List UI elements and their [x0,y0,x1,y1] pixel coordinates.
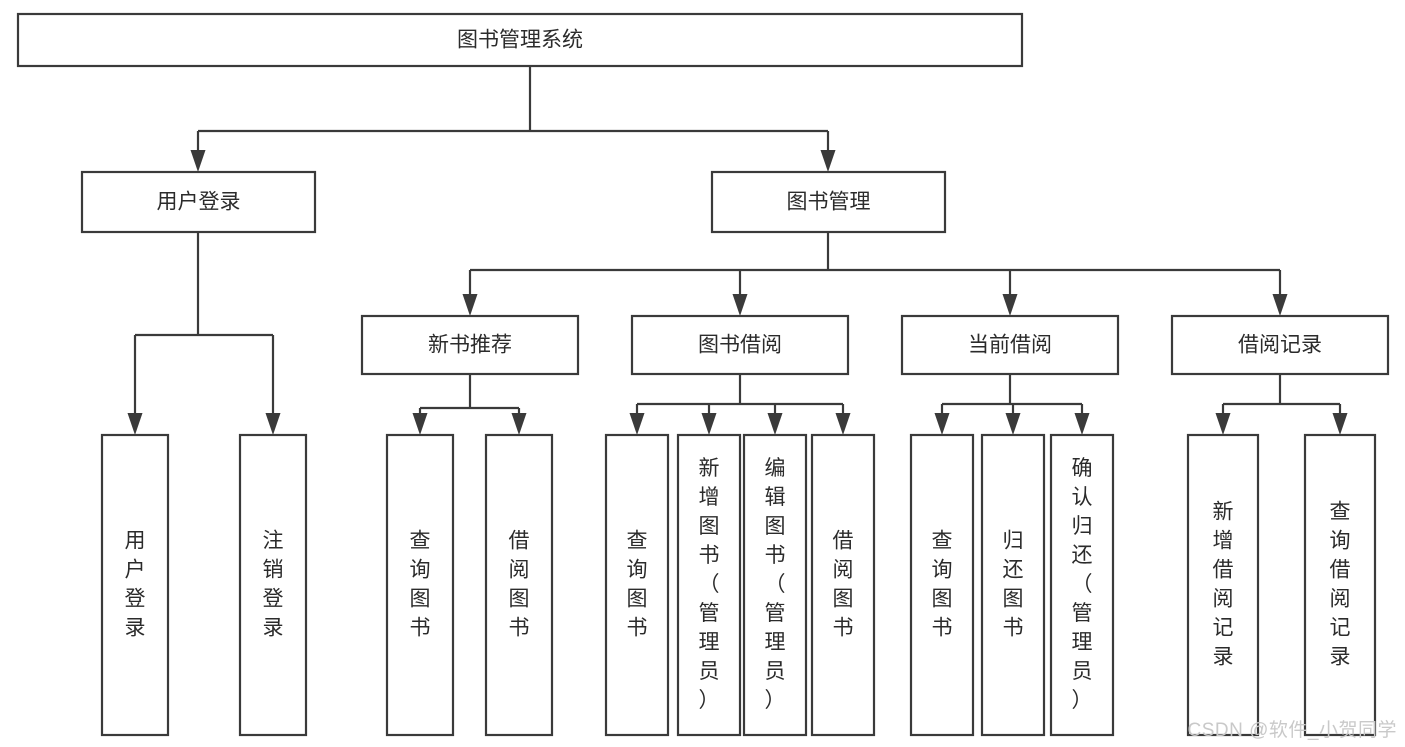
node-user-login-label: 用户登录 [157,191,241,214]
node-book-borrow[interactable]: 图书借阅 [630,314,850,376]
book-manage-drop-0-arrow-icon [462,294,478,316]
node-leaf-query-book-1-label: 查询图书 [410,529,431,639]
book-manage-drop-3-arrow-icon [1272,294,1288,316]
node-leaf-user-logout[interactable]: 注销登录 [238,433,308,737]
node-leaf-query-borrow-record-box[interactable] [1303,433,1377,737]
node-leaf-borrow-book-2-box[interactable] [810,433,876,737]
node-leaf-query-book-2-box[interactable] [604,433,670,737]
node-leaf-add-book-box[interactable] [676,433,742,737]
node-leaf-return-book-label: 归还图书 [1003,529,1024,639]
node-leaf-edit-book-label: 编辑图书（管理员） [765,457,786,712]
node-leaf-query-borrow-record-label: 查询借阅记录 [1330,500,1351,668]
group-book-borrow-drop-0-arrow-icon [629,413,645,435]
node-leaf-confirm-return-box[interactable] [1049,433,1115,737]
group-book-borrow-drop-3-arrow-icon [835,413,851,435]
group-new-book-recommend-drop-0-arrow-icon [412,413,428,435]
node-current-borrow-label: 当前借阅 [968,334,1052,357]
node-leaf-query-book-3-label: 查询图书 [932,529,953,639]
node-root-box[interactable] [16,12,1024,68]
node-leaf-query-book-1[interactable]: 查询图书 [385,433,455,737]
node-book-manage[interactable]: 图书管理 [710,170,947,234]
node-leaf-edit-book[interactable]: 编辑图书（管理员） [742,433,808,737]
node-leaf-borrow-book-2-label: 借阅图书 [833,529,854,639]
root-drop-1-arrow-icon [820,150,836,172]
group-current-borrow-drop-1-arrow-icon [1005,413,1021,435]
node-current-borrow[interactable]: 当前借阅 [900,314,1120,376]
node-leaf-confirm-return[interactable]: 确认归还（管理员） [1049,433,1115,737]
group-current-borrow-drop-2-arrow-icon [1074,413,1090,435]
root-drop-0-arrow-icon [190,150,206,172]
node-book-borrow-label: 图书借阅 [698,334,782,357]
user-login-drop-0-arrow-icon [127,413,143,435]
node-leaf-confirm-return-label: 确认归还（管理员） [1072,457,1093,712]
node-leaf-query-book-2[interactable]: 查询图书 [604,433,670,737]
user-login-drop-1-arrow-icon [265,413,281,435]
node-leaf-add-borrow-record[interactable]: 新增借阅记录 [1186,433,1260,737]
node-leaf-edit-book-box[interactable] [742,433,808,737]
node-user-login[interactable]: 用户登录 [80,170,317,234]
node-borrow-record[interactable]: 借阅记录 [1170,314,1390,376]
node-leaf-query-book-1-box[interactable] [385,433,455,737]
group-borrow-record-drop-0-arrow-icon [1215,413,1231,435]
node-leaf-add-borrow-record-box[interactable] [1186,433,1260,737]
node-leaf-add-book[interactable]: 新增图书（管理员） [676,433,742,737]
connector-layer [127,66,1348,435]
node-leaf-borrow-book-1-box[interactable] [484,433,554,737]
group-book-borrow-drop-1-arrow-icon [701,413,717,435]
node-borrow-record-label: 借阅记录 [1238,334,1322,357]
node-leaf-add-borrow-record-label: 新增借阅记录 [1213,500,1234,668]
node-leaf-query-book-3[interactable]: 查询图书 [909,433,975,737]
node-book-manage-box[interactable] [710,170,947,234]
node-new-book-recommend-box[interactable] [360,314,580,376]
node-new-book-recommend[interactable]: 新书推荐 [360,314,580,376]
node-leaf-user-login-box[interactable] [100,433,170,737]
node-leaf-query-book-3-box[interactable] [909,433,975,737]
node-leaf-return-book-box[interactable] [980,433,1046,737]
node-leaf-user-login-label: 用户登录 [125,529,146,639]
node-leaf-return-book[interactable]: 归还图书 [980,433,1046,737]
node-current-borrow-box[interactable] [900,314,1120,376]
node-borrow-record-box[interactable] [1170,314,1390,376]
group-new-book-recommend-drop-1-arrow-icon [511,413,527,435]
node-leaf-borrow-book-1-label: 借阅图书 [509,529,530,639]
node-book-borrow-box[interactable] [630,314,850,376]
node-root[interactable]: 图书管理系统 [16,12,1024,68]
book-manage-drop-1-arrow-icon [732,294,748,316]
node-leaf-user-logout-label: 注销登录 [263,529,284,639]
group-current-borrow-drop-0-arrow-icon [934,413,950,435]
node-leaf-user-logout-box[interactable] [238,433,308,737]
group-book-borrow-drop-2-arrow-icon [767,413,783,435]
node-book-manage-label: 图书管理 [787,191,871,214]
node-leaf-add-book-label: 新增图书（管理员） [699,457,720,712]
csdn-watermark: CSDN @软件_小贺同学 [1187,720,1397,741]
group-borrow-record-drop-1-arrow-icon [1332,413,1348,435]
node-leaf-query-borrow-record[interactable]: 查询借阅记录 [1303,433,1377,737]
node-leaf-query-book-2-label: 查询图书 [627,529,648,639]
node-user-login-box[interactable] [80,170,317,234]
node-layer: 图书管理系统用户登录图书管理新书推荐图书借阅当前借阅借阅记录用户登录注销登录查询… [16,12,1390,737]
node-leaf-user-login[interactable]: 用户登录 [100,433,170,737]
node-root-label: 图书管理系统 [457,29,583,52]
node-leaf-borrow-book-1[interactable]: 借阅图书 [484,433,554,737]
node-leaf-borrow-book-2[interactable]: 借阅图书 [810,433,876,737]
book-manage-drop-2-arrow-icon [1002,294,1018,316]
node-new-book-recommend-label: 新书推荐 [428,334,512,357]
